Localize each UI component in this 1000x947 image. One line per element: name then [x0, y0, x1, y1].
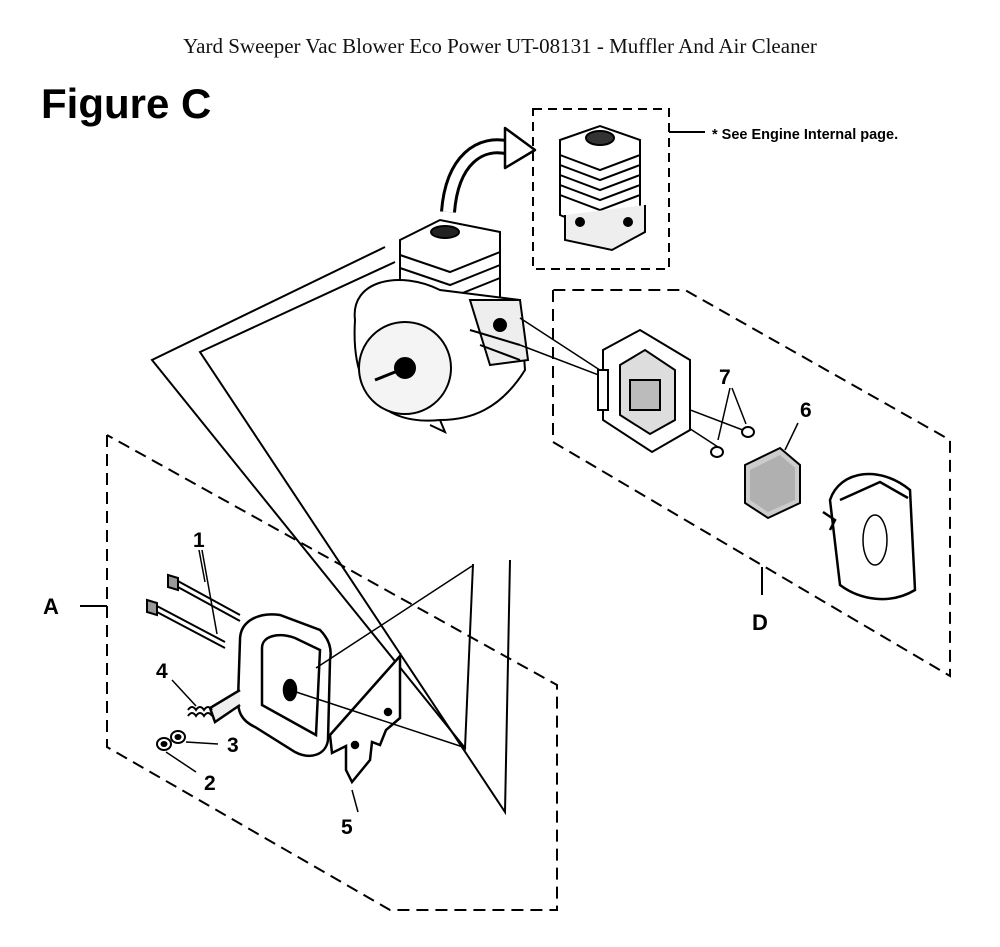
- air-filter-icon: [744, 446, 801, 520]
- part-6-label: 6: [800, 399, 812, 422]
- air-cleaner-cover-icon: [822, 472, 917, 601]
- muffler-leader-lines: [150, 246, 511, 816]
- page-title: Yard Sweeper Vac Blower Eco Power UT-081…: [183, 34, 817, 58]
- part-7-label: 7: [719, 366, 731, 389]
- washer-icon: [156, 730, 186, 751]
- figure-label: Figure C: [41, 80, 212, 127]
- part-4-leader: [171, 679, 197, 707]
- engine-internal-group: * See Engine Internal page.: [532, 108, 898, 270]
- part-5-label: 5: [341, 816, 353, 839]
- part-1-label: 1: [193, 529, 205, 552]
- group-d-outline: D: [552, 289, 951, 678]
- part-3-label: 3: [227, 734, 239, 757]
- engine-assembly-icon: [353, 218, 530, 434]
- gasket-icon: [328, 652, 402, 785]
- part-6-leader: [784, 422, 799, 451]
- muffler-mount-lines: [289, 565, 473, 749]
- part-2-label: 2: [204, 772, 216, 795]
- nut-icon: [710, 426, 755, 458]
- part-4-label: 4: [156, 660, 168, 683]
- cylinder-icon: [559, 124, 646, 252]
- part-5-leader: [351, 789, 359, 813]
- group-a-outline: A: [43, 434, 558, 911]
- part-2-leader: [165, 751, 197, 773]
- group-d-label: D: [752, 610, 768, 635]
- curved-arrow-icon: [440, 126, 537, 213]
- spring-icon: [187, 706, 213, 718]
- air-cleaner-base-icon: [597, 328, 691, 454]
- part-1-leader-b: [201, 549, 218, 635]
- part-1-leader: [198, 549, 206, 583]
- part-3-leader: [185, 741, 219, 745]
- part-7-leader: [717, 387, 731, 441]
- part-7-leader-b: [731, 387, 747, 425]
- bolt-icon: [146, 573, 241, 649]
- engine-internal-note: * See Engine Internal page.: [712, 127, 898, 143]
- group-a-label: A: [43, 594, 59, 619]
